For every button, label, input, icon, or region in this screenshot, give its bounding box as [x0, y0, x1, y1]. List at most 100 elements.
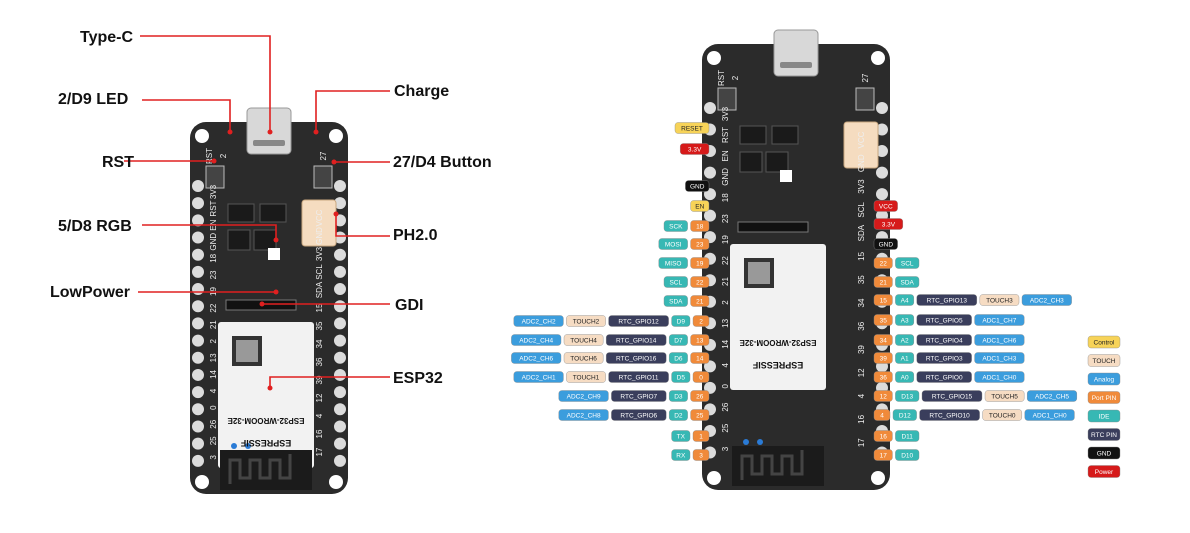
legend-item: Port PIN — [1087, 391, 1121, 404]
pinout-left-chip-bg — [674, 122, 710, 134]
pinout-left-chip-bg — [606, 352, 667, 364]
pinout-left-chip: 26 — [690, 390, 710, 402]
pinout-left-chip-label: TOUCH6 — [570, 356, 597, 363]
pinout-right-chip: D12 — [892, 409, 917, 421]
right-silk-left: EN — [721, 150, 730, 161]
pinout-left-chip-bg — [692, 449, 710, 461]
pinout-right-chip: 21 — [873, 276, 893, 288]
pinout-left-chip-bg — [690, 334, 710, 346]
pinout-right-chip-bg — [895, 294, 915, 306]
pinout-left-chip: D5 — [671, 371, 691, 383]
pinout-right-chip-label: ADC1_CH3 — [982, 356, 1016, 363]
pinout-right-chip-bg — [895, 352, 915, 364]
pinout-right-chip-bg — [979, 294, 1020, 306]
pinout-left-chip-bg — [690, 238, 710, 250]
pinout-right-chip-label: 22 — [880, 261, 888, 268]
label-button: 27/D4 Button — [393, 154, 492, 171]
label-ph20: PH2.0 — [393, 227, 438, 244]
left-silk-right: 15 — [315, 303, 324, 312]
pinout-left-chip: TOUCH4 — [563, 334, 604, 346]
right-silk-rst: RST — [717, 70, 726, 86]
label-rgb: 5/D8 RGB — [58, 218, 132, 235]
callout-leader-dot — [273, 237, 279, 243]
left-silk-left: 22 — [209, 303, 218, 312]
callout-leader-dot — [333, 211, 339, 217]
pinout-right-chip-bg — [916, 294, 977, 306]
pinout-left-chip-bg — [690, 409, 710, 421]
left-silk-right: VCC — [315, 209, 324, 226]
left-silk-right: 35 — [315, 321, 324, 330]
pinout-left-chip: RTC_GPIO12 — [608, 315, 669, 327]
pinout-right-chip-bg — [974, 334, 1025, 346]
pinout-left-chip-label: 22 — [696, 280, 704, 287]
pinout-right-chip-label: A0 — [901, 375, 909, 382]
pinout-left-chip-label: SCL — [669, 280, 682, 287]
pinout-left-chip-label: SCK — [669, 224, 683, 231]
left-silk-right: 3V3 — [315, 246, 324, 261]
pinout-right-chip-label: RTC_GPIO15 — [932, 394, 973, 401]
pinout-left-chip-label: MOSI — [665, 242, 682, 249]
left-silk-right: 17 — [315, 447, 324, 456]
pinout-right-chip-bg — [895, 430, 920, 442]
label-charge: Charge — [394, 83, 450, 100]
right-silk-right: 35 — [857, 275, 866, 284]
pinout-left-chip: 1 — [692, 430, 710, 442]
pinout-right-chip-bg — [1024, 409, 1075, 421]
pinout-left-chip-label: 23 — [696, 242, 704, 249]
callout-leader-dot — [267, 129, 273, 135]
pinout-left-chip: 13 — [690, 334, 710, 346]
pinout-right-chip-label: RTC_GPIO3 — [926, 356, 963, 363]
left-pad-right — [334, 454, 346, 467]
pinout-left-chip-label: 2 — [699, 319, 703, 326]
left-pad-right — [334, 231, 346, 244]
pinout-right-chip: 12 — [873, 390, 893, 402]
pinout-left-chip-bg — [690, 276, 710, 288]
right-rst-button — [717, 87, 737, 111]
pinout-left-chip: D3 — [669, 390, 688, 402]
right-silk-left: 13 — [721, 318, 730, 327]
right-silk-27: 27 — [861, 73, 870, 82]
pinout-left-chip-bg — [611, 409, 667, 421]
right-mount-hole — [871, 471, 885, 485]
right-silk-left: 3V3 — [721, 106, 730, 121]
callout-leader — [335, 214, 390, 237]
pinout-left-chip-bg — [685, 180, 710, 192]
left-pad-left — [192, 454, 204, 467]
legend-swatch — [1087, 391, 1121, 404]
pinout-left-chip-label: RTC_GPIO16 — [616, 356, 657, 363]
pinout-left-chip: 21 — [690, 295, 710, 307]
pinout-left-chip-label: 0 — [699, 375, 703, 382]
pinout-right-chip-label: TOUCH5 — [991, 394, 1018, 401]
pinout-right-chip-label: 4 — [880, 413, 884, 420]
pinout-left-chip: 18 — [690, 220, 710, 232]
legend-item: Control — [1087, 335, 1121, 349]
pinout-right-chip-label: ADC2_CH5 — [1035, 394, 1069, 401]
left-silk-right: 16 — [315, 429, 324, 438]
pinout-left-chip: RX — [671, 449, 691, 461]
pinout-left-chip: 25 — [690, 409, 710, 421]
right-silk-left: 3 — [721, 446, 730, 451]
left-pad-left — [192, 248, 204, 261]
left-silk-left: 25 — [209, 436, 218, 445]
pinout-left-chip-label: ADC2_CH2 — [522, 319, 556, 326]
left-silk-left: 3 — [209, 455, 218, 460]
pinout-right-chip-label: TOUCH3 — [986, 298, 1013, 305]
pinout-right-chip-bg — [916, 371, 972, 383]
pinout-left-chip: 23 — [690, 238, 710, 250]
pinout-left-chip: RTC_GPIO16 — [606, 352, 667, 364]
pinout-right-chip-label: RTC_GPIO5 — [926, 318, 963, 325]
pinout-left-chip-bg — [606, 334, 667, 346]
left-pad-right — [334, 386, 346, 399]
right-silk-right: SCL — [857, 202, 866, 218]
pinout-right-chip: RTC_GPIO0 — [916, 371, 972, 383]
callout-leader-dot — [259, 301, 265, 307]
pinout-left-chip: TOUCH6 — [563, 352, 604, 364]
left-qr-code-inner — [236, 340, 258, 362]
pinout-right-chip: A1 — [895, 352, 915, 364]
right-silk-right: 39 — [857, 345, 866, 354]
right-chip — [739, 151, 763, 173]
right-mount-hole — [707, 51, 721, 65]
callout-leader — [140, 35, 271, 132]
